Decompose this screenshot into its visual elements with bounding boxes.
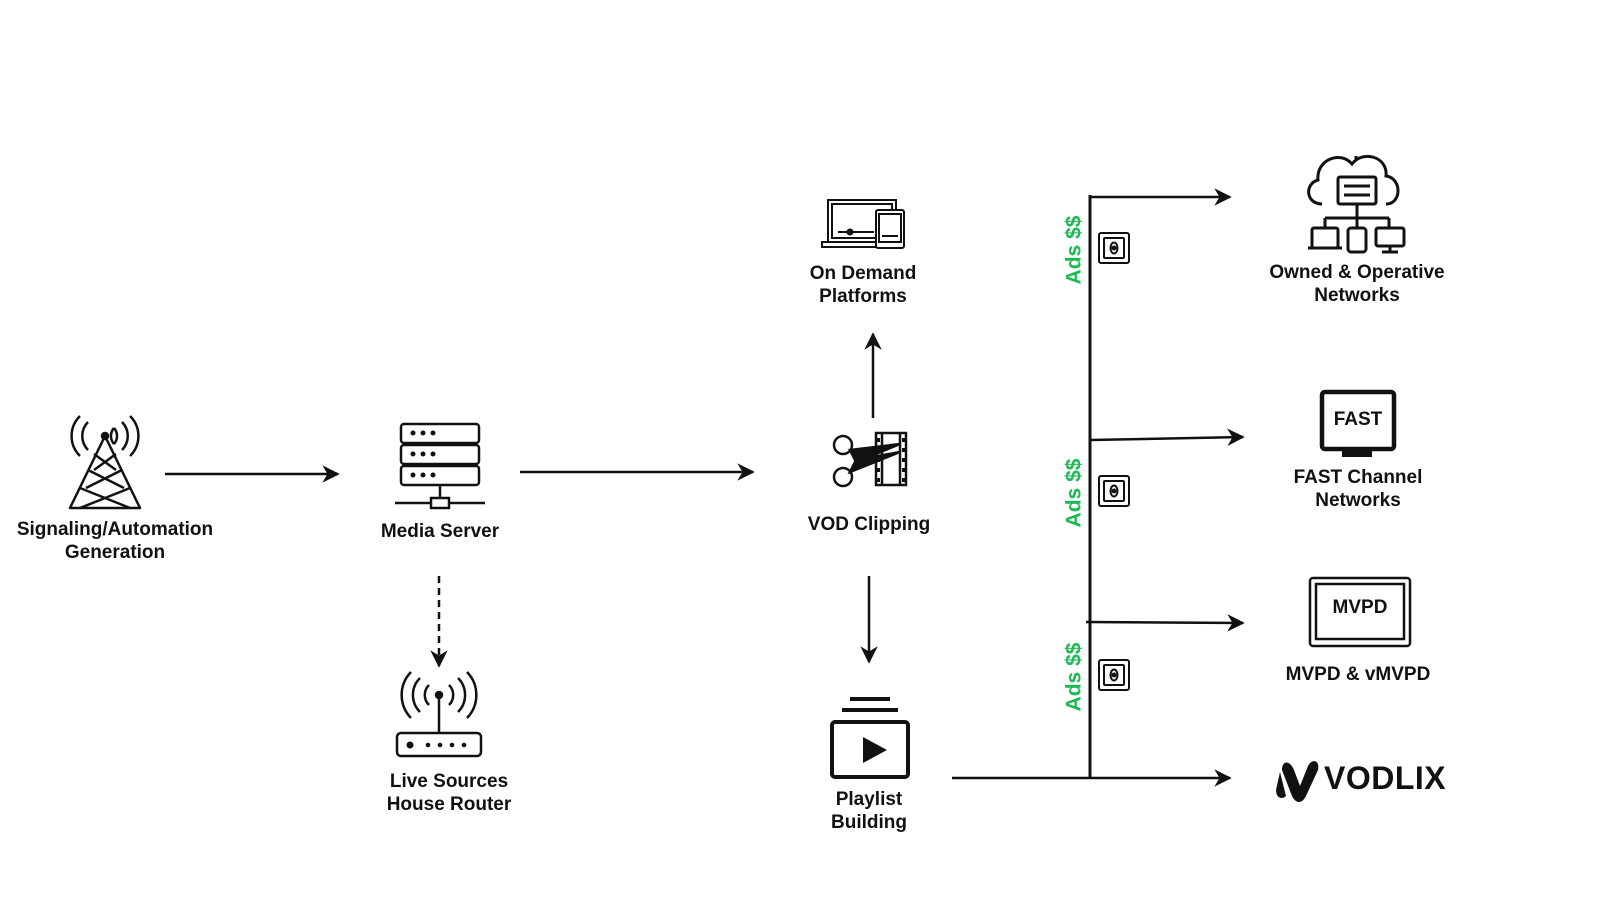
cloud-network-icon <box>1307 154 1406 254</box>
playlist-label: Playlist Building <box>789 788 949 834</box>
router-icon <box>395 671 483 758</box>
fast-networks-label-line1: FAST Channel <box>1293 467 1423 488</box>
mvpd-label: MVPD & vMVPD <box>1258 663 1458 686</box>
tv-icon <box>1319 389 1397 457</box>
ad-frame-icon <box>1098 232 1130 264</box>
playlist-label-line2: Building <box>831 812 907 833</box>
router-label-line2: House Router <box>386 794 512 815</box>
ad-frame-icon <box>1098 475 1130 507</box>
mvpd-box-text: MVPD <box>1332 597 1388 618</box>
owned-networks-label-line2: Networks <box>1314 285 1400 306</box>
monitor-icon <box>1308 576 1412 648</box>
vod-clipping-label-line1: VOD Clipping <box>807 514 931 535</box>
arrow-to-mvpd <box>1085 614 1245 632</box>
on-demand-label-line2: Platforms <box>819 286 907 307</box>
owned-networks-label-line1: Owned & Operative <box>1269 262 1445 283</box>
transmission-tower-icon <box>68 415 142 510</box>
signaling-label-line1: Signaling/Automation <box>16 519 214 540</box>
scissors-film-icon <box>832 431 908 488</box>
owned-networks-label: Owned & Operative Networks <box>1247 261 1467 307</box>
router-label: Live Sources House Router <box>369 770 529 816</box>
playlist-play-icon <box>830 697 910 779</box>
vodlix-logo-icon <box>1276 761 1319 802</box>
vod-clipping-label: VOD Clipping <box>789 513 949 536</box>
on-demand-label-line1: On Demand <box>809 263 917 284</box>
signaling-label-line2: Generation <box>64 542 166 563</box>
media-server-label-line1: Media Server <box>380 521 500 542</box>
ads-label-top: Ads $$ <box>1062 215 1086 285</box>
mvpd-label-line1: MVPD & vMVPD <box>1285 664 1431 685</box>
server-icon <box>395 422 485 510</box>
ads-label-middle: Ads $$ <box>1062 458 1086 528</box>
on-demand-label: On Demand Platforms <box>783 262 943 308</box>
devices-icon <box>821 199 905 249</box>
arrow-to-fast <box>1089 428 1245 447</box>
fast-screen-text: FAST <box>1333 409 1383 430</box>
fast-networks-label: FAST Channel Networks <box>1258 466 1458 512</box>
vodlix-logo: VODLIX <box>1324 760 1446 797</box>
playlist-label-line1: Playlist <box>835 789 903 810</box>
ad-frame-icon <box>1098 659 1130 691</box>
ads-label-bottom: Ads $$ <box>1062 642 1086 712</box>
fast-networks-label-line2: Networks <box>1315 490 1401 511</box>
signaling-label: Signaling/Automation Generation <box>5 518 225 564</box>
vodlix-logo-text: VODLIX <box>1324 760 1447 796</box>
media-server-label: Media Server <box>360 520 520 543</box>
router-label-line1: Live Sources <box>389 771 509 792</box>
